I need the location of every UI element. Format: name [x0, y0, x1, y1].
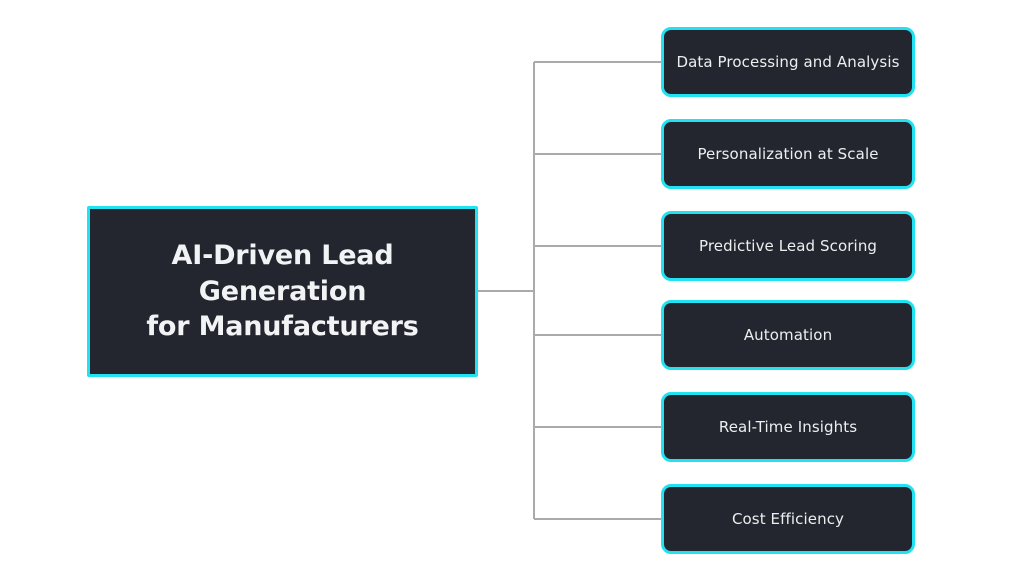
root-node-label: AI-Driven Lead Generation for Manufactur… — [146, 239, 419, 343]
branch-node-personalization-at-scale[interactable]: Personalization at Scale — [661, 119, 915, 189]
branch-node-label: Real-Time Insights — [718, 417, 858, 436]
branch-node-label: Data Processing and Analysis — [676, 52, 900, 71]
branch-node-real-time-insights[interactable]: Real-Time Insights — [661, 392, 915, 462]
branch-node-automation[interactable]: Automation — [661, 300, 915, 370]
branch-node-label: Predictive Lead Scoring — [698, 236, 878, 255]
root-node[interactable]: AI-Driven Lead Generation for Manufactur… — [87, 206, 478, 377]
branch-node-label: Cost Efficiency — [731, 509, 845, 528]
branch-node-cost-efficiency[interactable]: Cost Efficiency — [661, 484, 915, 554]
branch-node-label: Automation — [743, 325, 833, 344]
branch-node-data-processing-and-analysis[interactable]: Data Processing and Analysis — [661, 27, 915, 97]
branch-node-label: Personalization at Scale — [697, 144, 879, 163]
branch-node-predictive-lead-scoring[interactable]: Predictive Lead Scoring — [661, 211, 915, 281]
